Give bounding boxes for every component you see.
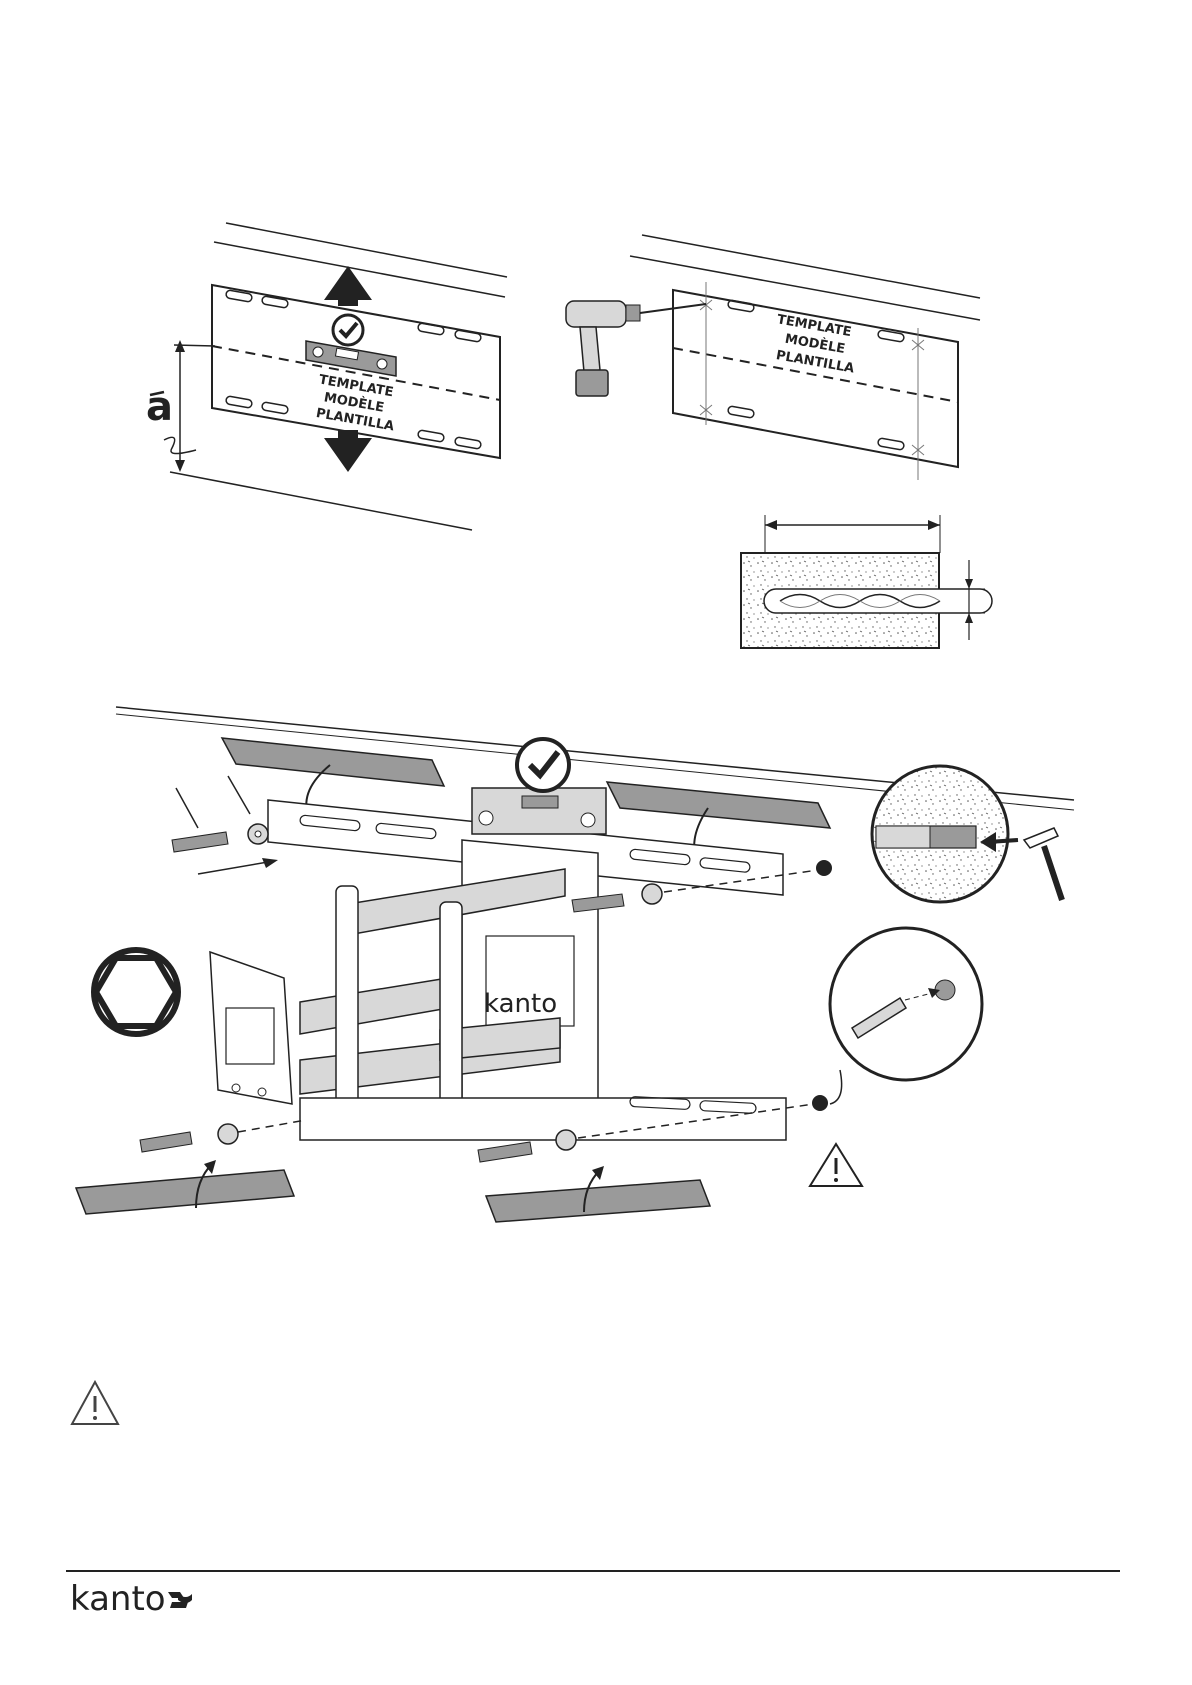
mount-brand-label: kanto — [484, 989, 557, 1019]
height-dimension-label: a — [146, 384, 173, 430]
hex-key-icon — [94, 950, 178, 1034]
arrow-up-icon — [324, 266, 372, 306]
template-level-figure: TEMPLATE MODÈLE PLANTILLA a — [146, 223, 507, 530]
drill-depth-figure — [741, 515, 992, 648]
warning-triangle-icon — [810, 1144, 862, 1186]
warning-triangle-icon-2 — [72, 1382, 118, 1424]
template-drill-figure: TEMPLATE MODÈLE PLANTILLA — [566, 235, 980, 480]
anchor-insert-detail — [830, 928, 982, 1104]
footer-brand-mark-icon — [168, 1592, 192, 1608]
wall-mount-figure: kanto — [76, 707, 1074, 1222]
arrow-down-icon — [324, 430, 372, 472]
footer-brand: kanto — [70, 1579, 166, 1619]
checkmark-circle-icon — [333, 315, 363, 345]
hammer-icon — [1024, 828, 1062, 900]
bubble-level-icon-2 — [472, 788, 606, 834]
checkmark-circle-icon-2 — [517, 739, 569, 791]
anchor-hammer-detail — [872, 766, 1062, 902]
